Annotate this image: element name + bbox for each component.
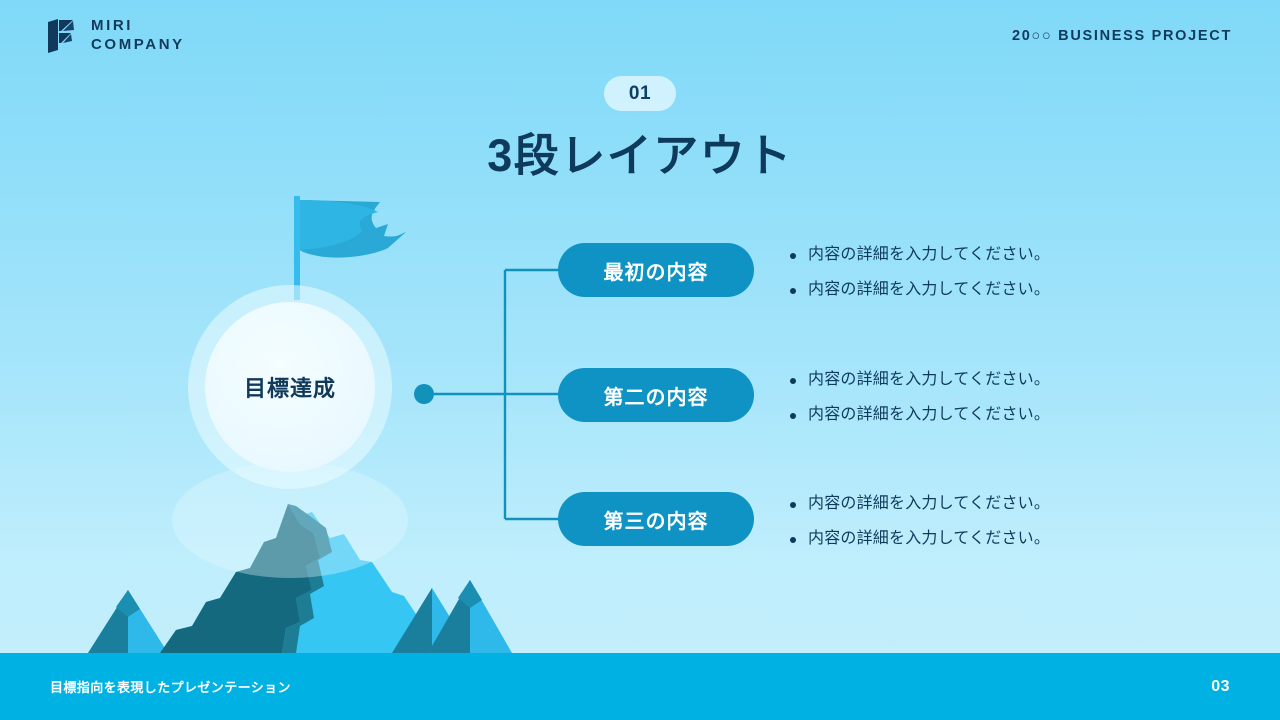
- bullet-text: 内容の詳細を入力してください。: [808, 246, 1051, 263]
- page-number: 03: [1211, 677, 1230, 695]
- bullet-dot-icon: [790, 378, 796, 384]
- brand-text: MIRI COMPANY: [91, 17, 185, 54]
- slide-header: MIRI COMPANY 20○○ BUSINESS PROJECT: [0, 0, 1280, 72]
- content-row: 第二の内容 内容の詳細を入力してください。 内容の詳細を入力してください。: [558, 368, 1050, 426]
- content-row: 第三の内容 内容の詳細を入力してください。 内容の詳細を入力してください。: [558, 492, 1050, 550]
- project-tag: 20○○ BUSINESS PROJECT: [1011, 28, 1232, 44]
- list-item: 内容の詳細を入力してください。: [790, 280, 1050, 301]
- miri-logo-icon: [48, 19, 74, 53]
- brand: MIRI COMPANY: [48, 17, 185, 54]
- slide-footer: 目標指向を表現したプレゼンテーション 03: [0, 653, 1280, 720]
- connector-node-dot: [414, 384, 434, 404]
- section-number-badge: 01: [604, 76, 676, 111]
- brand-line-1: MIRI: [91, 17, 134, 35]
- bullet-dot-icon: [790, 502, 796, 508]
- bullet-text: 内容の詳細を入力してください。: [808, 371, 1051, 388]
- list-item: 内容の詳細を入力してください。: [790, 245, 1050, 266]
- bullet-text: 内容の詳細を入力してください。: [808, 280, 1051, 298]
- bullet-dot-icon: [790, 536, 796, 543]
- bullet-list-3: 内容の詳細を入力してください。 内容の詳細を入力してください。: [790, 492, 1050, 550]
- list-item: 内容の詳細を入力してください。: [790, 370, 1050, 391]
- bullet-dot-icon: [790, 412, 796, 419]
- goal-circle-core: 目標達成: [205, 302, 375, 472]
- page-title: 3段レイアウト: [487, 130, 793, 181]
- content-pill-3[interactable]: 第三の内容: [558, 492, 754, 546]
- content-pill-1[interactable]: 最初の内容: [558, 243, 754, 297]
- list-item: 内容の詳細を入力してください。: [790, 529, 1050, 550]
- bullet-text: 内容の詳細を入力してください。: [808, 405, 1051, 423]
- bullet-dot-icon: [790, 253, 796, 259]
- list-item: 内容の詳細を入力してください。: [790, 405, 1050, 426]
- goal-circle: 目標達成: [188, 285, 392, 489]
- bullet-dot-icon: [790, 287, 796, 294]
- list-item: 内容の詳細を入力してください。: [790, 494, 1050, 515]
- bullet-list-1: 内容の詳細を入力してください。 内容の詳細を入力してください。: [790, 243, 1050, 301]
- brand-line-2: COMPANY: [91, 36, 185, 53]
- content-row: 最初の内容 内容の詳細を入力してください。 内容の詳細を入力してください。: [558, 243, 1050, 301]
- bullet-text: 内容の詳細を入力してください。: [808, 495, 1051, 512]
- content-pill-2[interactable]: 第二の内容: [558, 368, 754, 422]
- bullet-list-2: 内容の詳細を入力してください。 内容の詳細を入力してください。: [790, 368, 1050, 426]
- bullet-text: 内容の詳細を入力してください。: [808, 529, 1051, 547]
- footer-text: 目標指向を表現したプレゼンテーション: [50, 680, 291, 695]
- goal-label: 目標達成: [243, 376, 336, 401]
